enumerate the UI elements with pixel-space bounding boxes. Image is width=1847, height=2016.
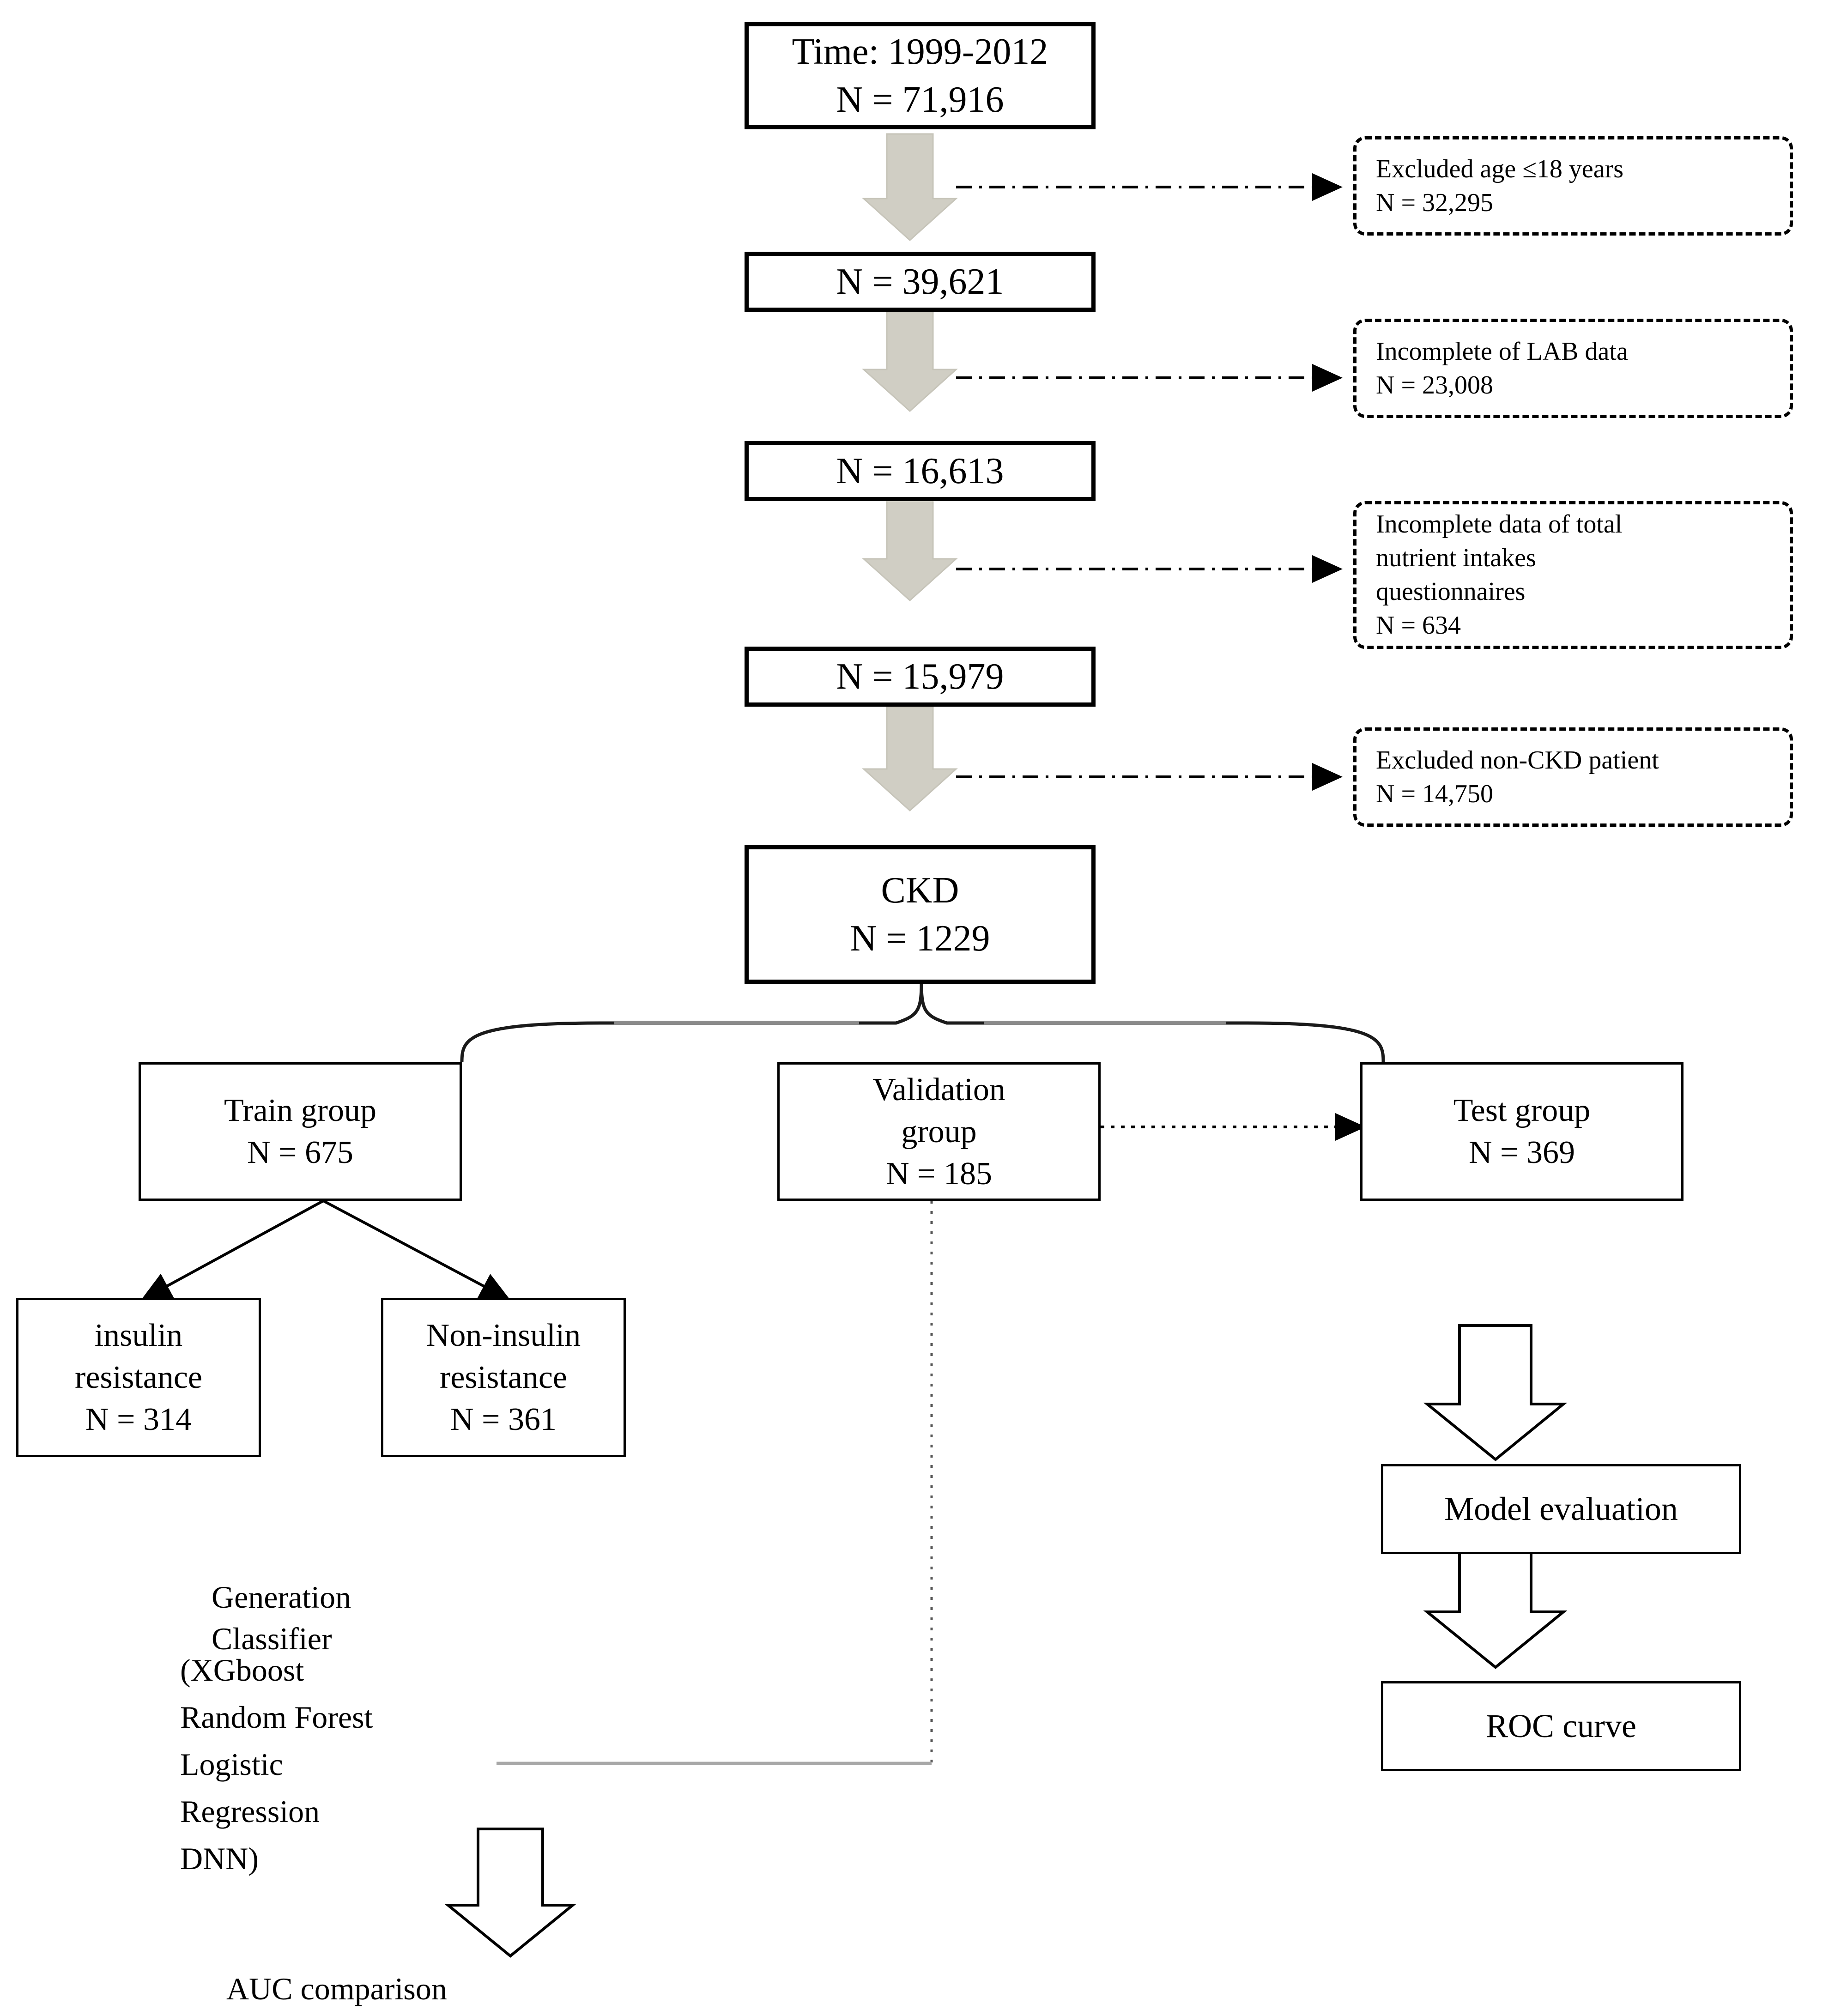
validation-group-box: Validation group N = 185 (777, 1062, 1101, 1201)
validation-group-label-2: group (901, 1114, 977, 1150)
classifier-models-list: (XGboost Random Forest Logistic Regressi… (180, 1653, 373, 1876)
roc-curve-box: ROC curve (1381, 1681, 1741, 1771)
classifier-heading-2-text: Classifier (212, 1621, 332, 1656)
test-to-evaluation-arrow (1423, 1324, 1568, 1461)
source-title: Time: 1999-2012 (792, 31, 1048, 72)
test-group-box: Test group N = 369 (1360, 1062, 1683, 1201)
validation-group-label-1: Validation (872, 1072, 1005, 1108)
classifier-heading-line-2: Classifier (180, 1568, 332, 1709)
step-box-2: N = 16,613 (745, 441, 1096, 501)
exclusion-3-line-3: questionnaires (1376, 577, 1526, 606)
exclusion-4-line-1: Excluded non-CKD patient (1376, 745, 1659, 775)
step-box-1: N = 39,621 (745, 252, 1096, 312)
cohort-split-brace (460, 983, 1385, 1063)
train-group-box: Train group N = 675 (139, 1062, 462, 1201)
validation-group-count: N = 185 (885, 1156, 993, 1192)
ckd-title: CKD (881, 870, 959, 911)
step-1-count: N = 39,621 (836, 261, 1004, 302)
exclusion-3-line-2: nutrient intakes (1376, 544, 1536, 573)
exclusion-note-1: Excluded age ≤18 years N = 32,295 (1353, 136, 1793, 236)
test-group-label: Test group (1453, 1093, 1591, 1128)
classifier-heading-line-1: Generation (180, 1526, 351, 1668)
grey-down-arrow-1 (862, 133, 958, 242)
exclusion-note-2: Incomplete of LAB data N = 23,008 (1353, 319, 1793, 418)
non-insulin-resistance-line-2: resistance (440, 1360, 567, 1395)
test-group-count: N = 369 (1468, 1135, 1575, 1170)
grey-down-arrow-3 (862, 493, 958, 602)
auc-comparison-label: AUC comparison (226, 1971, 447, 2006)
exclusion-note-3: Incomplete data of total nutrient intake… (1353, 501, 1793, 649)
train-to-insulin-arrow (140, 1199, 324, 1301)
grey-down-arrow-2 (862, 304, 958, 412)
roc-curve-label: ROC curve (1486, 1707, 1636, 1744)
exclusion-3-line-4: N = 634 (1376, 611, 1461, 640)
ckd-count: N = 1229 (850, 918, 990, 959)
train-to-noninsulin-arrow (322, 1199, 511, 1301)
exclusion-2-line-1: Incomplete of LAB data (1376, 337, 1628, 366)
classifier-to-auc-arrow (444, 1828, 577, 1958)
model-evaluation-label: Model evaluation (1444, 1490, 1678, 1527)
insulin-resistance-count: N = 314 (85, 1402, 192, 1437)
step-2-count: N = 16,613 (836, 451, 1004, 491)
model-evaluation-box: Model evaluation (1381, 1464, 1741, 1554)
insulin-resistance-line-2: resistance (75, 1360, 202, 1395)
train-group-count: N = 675 (247, 1135, 354, 1170)
classifier-heading-1-text: Generation (212, 1580, 351, 1615)
exclusion-note-4: Excluded non-CKD patient N = 14,750 (1353, 727, 1793, 827)
exclusion-1-line-2: N = 32,295 (1376, 188, 1494, 217)
source-cohort-box: Time: 1999-2012 N = 71,916 (745, 22, 1096, 129)
exclusion-4-line-2: N = 14,750 (1376, 779, 1494, 808)
insulin-resistance-box: insulin resistance N = 314 (16, 1298, 261, 1457)
source-count: N = 71,916 (836, 79, 1004, 120)
non-insulin-resistance-line-1: Non-insulin (426, 1318, 581, 1353)
exclusion-1-line-1: Excluded age ≤18 years (1376, 154, 1624, 183)
grey-down-arrow-4 (862, 706, 958, 812)
exclusion-2-line-2: N = 23,008 (1376, 370, 1494, 400)
non-insulin-resistance-count: N = 361 (450, 1402, 557, 1437)
train-group-label: Train group (224, 1093, 376, 1128)
ckd-cohort-box: CKD N = 1229 (745, 845, 1096, 984)
insulin-resistance-line-1: insulin (94, 1318, 183, 1353)
step-box-3: N = 15,979 (745, 647, 1096, 707)
non-insulin-resistance-box: Non-insulin resistance N = 361 (381, 1298, 626, 1457)
step-3-count: N = 15,979 (836, 656, 1004, 697)
exclusion-3-line-1: Incomplete data of total (1376, 510, 1623, 539)
